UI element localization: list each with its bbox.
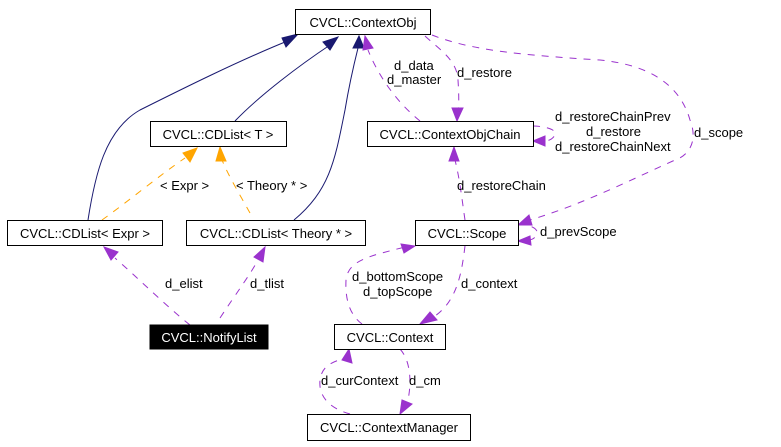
edge-template-theory: < Theory * >: [215, 145, 307, 214]
node-label-context-obj: CVCL::ContextObj: [310, 15, 417, 30]
edge-label-d-tlist: d_tlist: [250, 276, 284, 291]
node-cdlist-theory[interactable]: CVCL::CDList< Theory * >: [186, 220, 366, 246]
node-notify-list[interactable]: CVCL::NotifyList: [149, 324, 269, 350]
edge-d-restore-chain: d_restoreChain: [448, 145, 546, 221]
edge-label-d-cur-context: d_curContext: [321, 373, 399, 388]
edge-d-scope: d_scope: [431, 34, 743, 226]
edge-template-expr: < Expr >: [101, 147, 209, 221]
edge-label-d-cm: d_cm: [409, 373, 441, 388]
edge-d-tlist: d_tlist: [219, 245, 284, 319]
edge-d-bottom-top-scope: d_bottomScope d_topScope: [345, 243, 443, 325]
node-label-cdlist-t: CVCL::CDList< T >: [163, 127, 274, 142]
edge-label-d-restore-chain: d_restoreChain: [457, 178, 546, 193]
node-label-context-obj-chain: CVCL::ContextObjChain: [380, 127, 521, 142]
edge-cdlist-t-to-contextobj: [234, 36, 340, 122]
edge-d-context: d_context: [418, 245, 518, 325]
edge-label-d-restore-chain-next: d_restoreChainNext: [555, 139, 671, 154]
edge-cdlist-expr-to-contextobj: [87, 33, 300, 221]
edge-label-d-prev-scope: d_prevScope: [540, 224, 617, 239]
edge-d-data-master: d_data d_master: [362, 34, 442, 122]
node-label-context-manager: CVCL::ContextManager: [320, 420, 459, 435]
edge-label-d-elist: d_elist: [165, 276, 203, 291]
node-context-obj[interactable]: CVCL::ContextObj: [295, 9, 431, 35]
edge-d-restore-top: d_restore: [424, 35, 512, 123]
edge-d-cur-context: d_curContext: [319, 347, 399, 415]
edge-label-d-context: d_context: [461, 276, 518, 291]
node-context-manager[interactable]: CVCL::ContextManager: [307, 414, 471, 441]
edge-cdlist-theory-to-contextobj: [293, 34, 365, 221]
node-label-scope: CVCL::Scope: [428, 226, 507, 241]
node-label-context: CVCL::Context: [347, 330, 434, 345]
edge-label-d-restore-top: d_restore: [457, 65, 512, 80]
node-cdlist-t[interactable]: CVCL::CDList< T >: [150, 121, 287, 147]
edge-label-d-data: d_data: [394, 58, 435, 73]
edge-label-d-master: d_master: [387, 72, 442, 87]
node-context-obj-chain[interactable]: CVCL::ContextObjChain: [367, 121, 534, 147]
edge-d-cm: d_cm: [399, 348, 441, 416]
edge-d-elist: d_elist: [102, 246, 203, 326]
node-scope[interactable]: CVCL::Scope: [415, 220, 519, 246]
edge-label-d-top-scope: d_topScope: [363, 284, 432, 299]
edge-chain-self-loop: d_restoreChainPrev d_restore d_restoreCh…: [531, 109, 671, 154]
node-label-notify-list: CVCL::NotifyList: [161, 330, 257, 345]
node-label-cdlist-expr: CVCL::CDList< Expr >: [20, 226, 150, 241]
edge-d-prev-scope: d_prevScope: [516, 223, 617, 246]
node-context[interactable]: CVCL::Context: [334, 324, 446, 350]
edge-label-d-scope: d_scope: [694, 125, 743, 140]
node-cdlist-expr[interactable]: CVCL::CDList< Expr >: [7, 220, 163, 246]
edge-label-theory-template: < Theory * >: [236, 178, 307, 193]
edge-label-d-bottom-scope: d_bottomScope: [352, 269, 443, 284]
edge-label-d-restore-self: d_restore: [586, 124, 641, 139]
edge-label-expr-template: < Expr >: [160, 178, 209, 193]
edge-label-d-restore-chain-prev: d_restoreChainPrev: [555, 109, 671, 124]
node-label-cdlist-theory: CVCL::CDList< Theory * >: [200, 226, 352, 241]
